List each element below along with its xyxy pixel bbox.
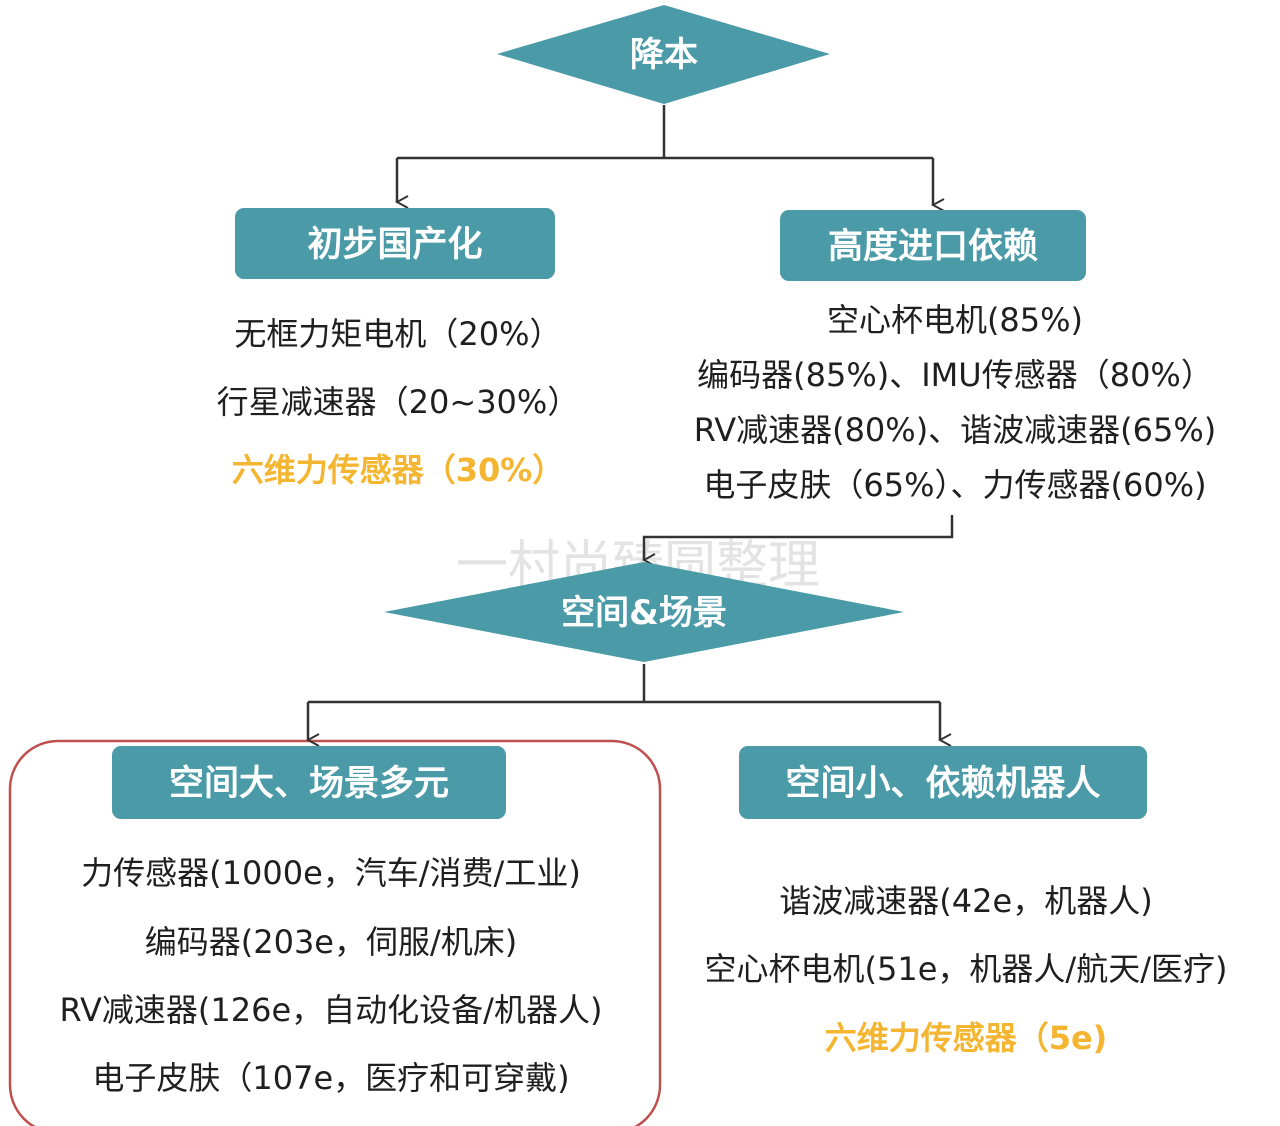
diamond-cost-reduction: 降本 <box>497 5 830 104</box>
list-item: 力传感器(1000e，汽车/消费/工业) <box>81 854 581 892</box>
box-import-dependency-label: 高度进口依赖 <box>828 227 1038 267</box>
list-item: 电子皮肤（107e，医疗和可穿戴) <box>92 1059 569 1097</box>
highlight-frame <box>8 739 662 1126</box>
list-import-dependency: 空心杯电机(85%) 编码器(85%)、IMU传感器（80%） RV减速器(80… <box>694 301 1217 504</box>
box-initial-localization: 初步国产化 <box>235 208 555 279</box>
list-large-space: 力传感器(1000e，汽车/消费/工业) 编码器(203e，伺服/机床) RV减… <box>60 854 603 1097</box>
list-initial-localization: 无框力矩电机（20%） 行星减速器（20~30%） 六维力传感器（30%） <box>217 315 580 489</box>
list-small-space: 谐波减速器(42e，机器人) 空心杯电机(51e，机器人/航天/医疗) 六维力传… <box>705 882 1228 1057</box>
box-large-space-label: 空间大、场景多元 <box>169 764 449 804</box>
list-item: RV减速器(126e，自动化设备/机器人) <box>60 991 603 1029</box>
connectors-top <box>397 105 933 205</box>
diamond-space-scenario: 空间&场景 <box>384 562 904 662</box>
diamond-cost-reduction-label: 降本 <box>630 35 698 75</box>
list-item: 编码器(85%)、IMU传感器（80%） <box>697 356 1213 394</box>
diamond-space-scenario-label: 空间&场景 <box>561 593 727 633</box>
list-item: 空心杯电机(51e，机器人/航天/医疗) <box>705 950 1228 988</box>
list-item: 空心杯电机(85%) <box>827 301 1083 339</box>
list-item: 谐波减速器(42e，机器人) <box>779 882 1152 920</box>
list-item: RV减速器(80%)、谐波减速器(65%) <box>694 411 1217 449</box>
list-item: 六维力传感器（5e) <box>825 1019 1108 1057</box>
box-small-space-label: 空间小、依赖机器人 <box>785 764 1100 804</box>
box-initial-localization-label: 初步国产化 <box>307 225 482 265</box>
list-item: 无框力矩电机（20%） <box>234 315 561 353</box>
list-item: 电子皮肤（65%）、力传感器(60%) <box>703 466 1206 504</box>
list-item: 编码器(203e，伺服/机床) <box>145 923 518 961</box>
box-large-space: 空间大、场景多元 <box>112 746 506 819</box>
box-import-dependency: 高度进口依赖 <box>780 210 1086 281</box>
box-small-space: 空间小、依赖机器人 <box>739 746 1147 819</box>
list-item: 六维力传感器（30%） <box>232 451 565 489</box>
connector-to-middle <box>644 515 954 560</box>
connectors-bottom <box>308 664 940 740</box>
list-item: 行星减速器（20~30%） <box>217 383 580 421</box>
